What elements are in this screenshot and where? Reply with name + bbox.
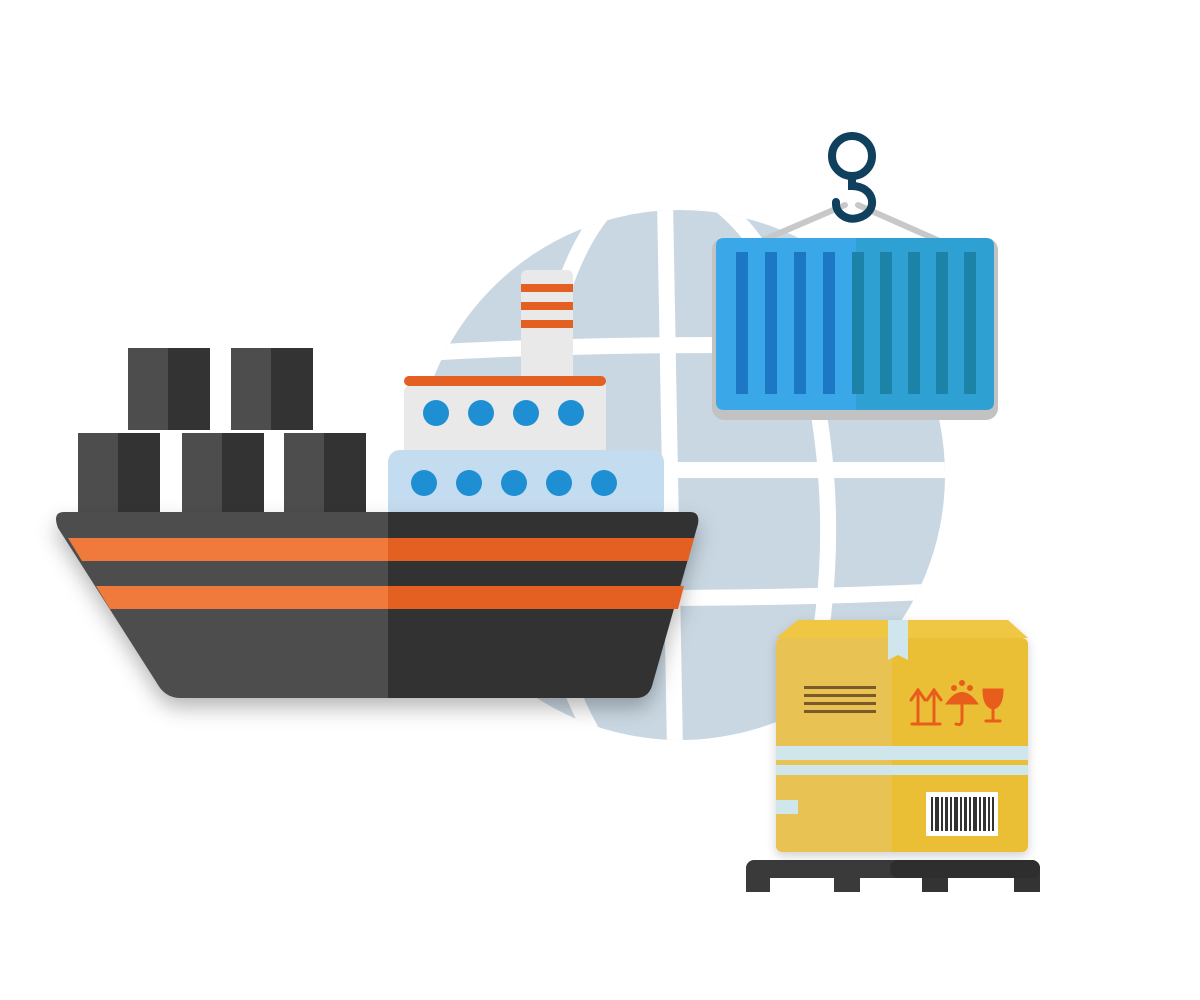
fragile-symbol xyxy=(982,688,1004,723)
ship-cargo-stack xyxy=(78,348,366,515)
keep-dry-symbol xyxy=(945,680,979,726)
ship-lower-cabin xyxy=(388,450,664,520)
cargo-ship-icon xyxy=(56,270,699,698)
ship-smokestack xyxy=(521,270,573,386)
shipping-container-icon xyxy=(712,238,998,420)
crane-hook-icon xyxy=(737,132,963,253)
cardboard-box-icon xyxy=(776,620,1028,852)
shipping-label-lines xyxy=(804,686,876,713)
pallet-icon xyxy=(746,860,1040,892)
upper-portholes xyxy=(423,400,584,426)
ship-upper-cabin xyxy=(404,376,606,455)
barcode-icon xyxy=(926,792,998,836)
this-way-up-symbol xyxy=(909,687,943,726)
lower-portholes xyxy=(411,470,617,496)
ship-hull xyxy=(56,512,699,698)
